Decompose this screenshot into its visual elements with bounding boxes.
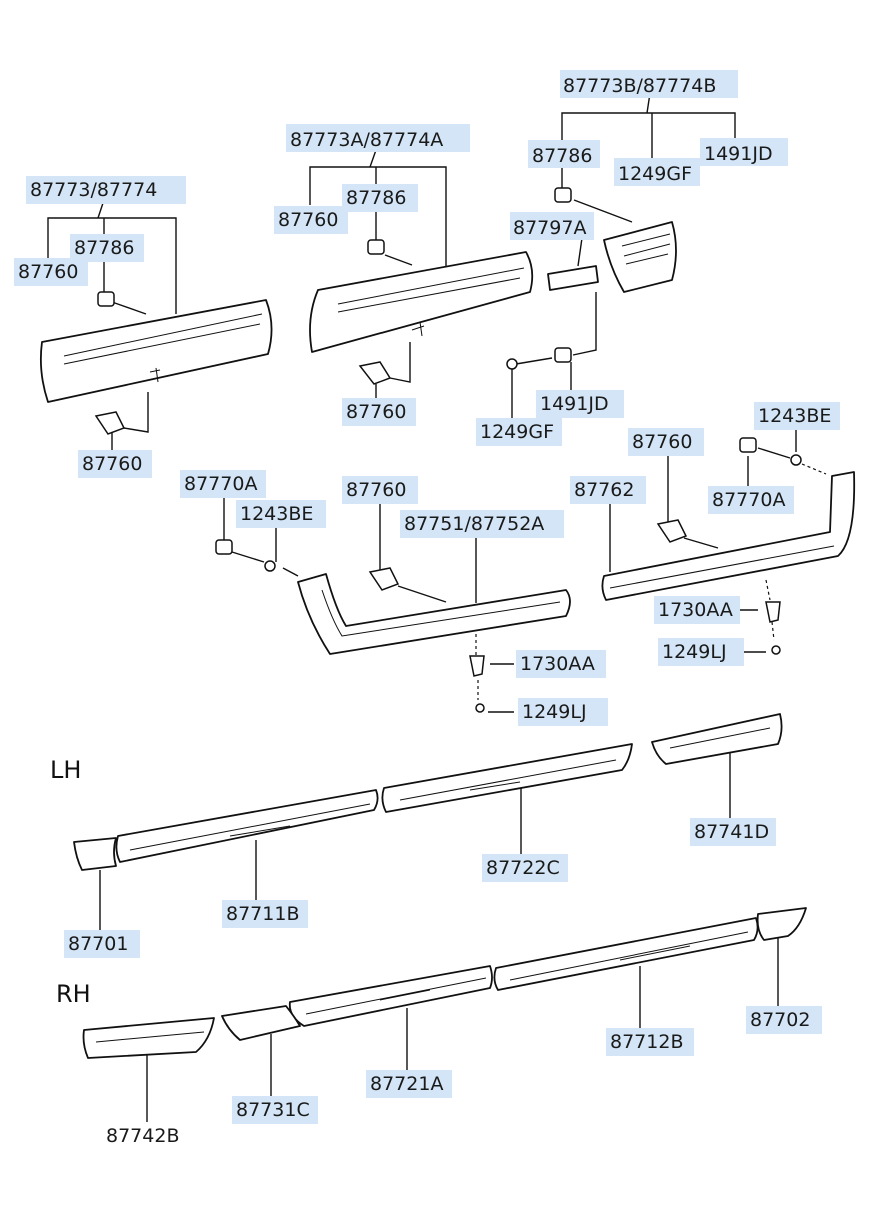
screw-1243be-left bbox=[264, 560, 276, 572]
part-label-87760-b1[interactable]: 87760 bbox=[278, 209, 338, 231]
molding-87721a bbox=[288, 965, 493, 1027]
molding-87702 bbox=[756, 907, 807, 941]
molding-87742b bbox=[82, 1017, 215, 1059]
part-label-1730aa-left[interactable]: 1730AA bbox=[520, 653, 595, 675]
part-label-87721a[interactable]: 87721A bbox=[370, 1073, 443, 1095]
part-label-1249gf-mid[interactable]: 1249GF bbox=[480, 421, 554, 443]
part-label-87786-a[interactable]: 87786 bbox=[74, 237, 134, 259]
part-label-87786-c[interactable]: 87786 bbox=[532, 145, 592, 167]
part-label-1730aa-right[interactable]: 1730AA bbox=[658, 599, 733, 621]
part-label-87786-b[interactable]: 87786 bbox=[346, 187, 406, 209]
clip-87760-a bbox=[94, 411, 126, 435]
molding-piece-87797a bbox=[547, 265, 599, 291]
part-label-87760-a2[interactable]: 87760 bbox=[82, 453, 142, 475]
part-label-1249lj-right[interactable]: 1249LJ bbox=[662, 641, 727, 663]
molding-sill-87762 bbox=[601, 471, 856, 601]
part-label-87731c[interactable]: 87731C bbox=[236, 1099, 310, 1121]
part-label-87751-87752a[interactable]: 87751/87752A bbox=[404, 513, 544, 535]
clip-87786-c bbox=[554, 187, 572, 203]
part-label-87722c[interactable]: 87722C bbox=[486, 857, 560, 879]
screw-1249gf bbox=[506, 358, 518, 370]
part-label-87797a[interactable]: 87797A bbox=[513, 217, 586, 239]
molding-front-door-b bbox=[309, 251, 534, 353]
clip-87760-r bbox=[656, 519, 688, 543]
part-label-87741d[interactable]: 87741D bbox=[694, 821, 769, 843]
part-label-87760-b2[interactable]: 87760 bbox=[346, 401, 406, 423]
clip-1730aa-left bbox=[469, 655, 485, 677]
clip-1730aa-right bbox=[765, 601, 781, 623]
part-label-1491jd-top[interactable]: 1491JD bbox=[704, 143, 773, 165]
part-label-1249gf-top[interactable]: 1249GF bbox=[618, 163, 692, 185]
part-label-87711b[interactable]: 87711B bbox=[226, 903, 299, 925]
part-label-87760-r[interactable]: 87760 bbox=[632, 431, 692, 453]
part-label-1243be-right[interactable]: 1243BE bbox=[758, 405, 831, 427]
side-label-lh: LH bbox=[50, 756, 81, 784]
clip-87770a-right bbox=[739, 437, 757, 453]
molding-front-door-a bbox=[39, 299, 273, 403]
part-label-87760-m[interactable]: 87760 bbox=[346, 479, 406, 501]
screw-1249lj-right bbox=[771, 645, 781, 655]
molding-87712b bbox=[493, 917, 759, 991]
part-label-87712b[interactable]: 87712B bbox=[610, 1031, 683, 1053]
part-label-87701[interactable]: 87701 bbox=[68, 933, 128, 955]
part-label-87702[interactable]: 87702 bbox=[750, 1009, 810, 1031]
part-label-87770a-left[interactable]: 87770A bbox=[184, 473, 257, 495]
screw-1243be-right bbox=[790, 454, 802, 466]
part-labels: 87773B/87774B 87786 1249GF 1491JD 87797A… bbox=[14, 70, 840, 1147]
part-label-87770a-right[interactable]: 87770A bbox=[712, 489, 785, 511]
part-label-1243be-left[interactable]: 1243BE bbox=[240, 503, 313, 525]
part-label-87760-a1[interactable]: 87760 bbox=[18, 261, 78, 283]
part-label-87773b-87774b[interactable]: 87773B/87774B bbox=[563, 75, 716, 97]
clip-87786-a bbox=[97, 291, 115, 307]
parts bbox=[39, 221, 856, 1059]
clip-1491jd bbox=[554, 347, 572, 363]
part-label-1249lj-left[interactable]: 1249LJ bbox=[522, 701, 587, 723]
part-label-1491jd-mid[interactable]: 1491JD bbox=[540, 393, 609, 415]
part-label-87773a-87774a[interactable]: 87773A/87774A bbox=[290, 129, 443, 151]
clip-87770a-left bbox=[215, 539, 233, 555]
side-label-rh: RH bbox=[56, 980, 91, 1008]
part-label-87762[interactable]: 87762 bbox=[574, 479, 634, 501]
part-label-87742b[interactable]: 87742B bbox=[106, 1125, 179, 1147]
screw-1249lj-left bbox=[475, 703, 485, 713]
molding-87731c bbox=[221, 1005, 301, 1041]
leader-lines bbox=[47, 79, 827, 1122]
molding-87711b bbox=[115, 789, 379, 863]
clip-87760-m bbox=[368, 567, 400, 591]
molding-sill-87751 bbox=[297, 573, 571, 655]
molding-rear-door-upper bbox=[603, 221, 677, 293]
molding-87722c bbox=[381, 743, 633, 813]
part-label-87773-87774[interactable]: 87773/87774 bbox=[30, 179, 157, 201]
molding-87701 bbox=[73, 837, 117, 871]
fasteners bbox=[94, 187, 802, 713]
clip-87786-b bbox=[367, 239, 385, 255]
clip-87760-b bbox=[358, 361, 392, 385]
